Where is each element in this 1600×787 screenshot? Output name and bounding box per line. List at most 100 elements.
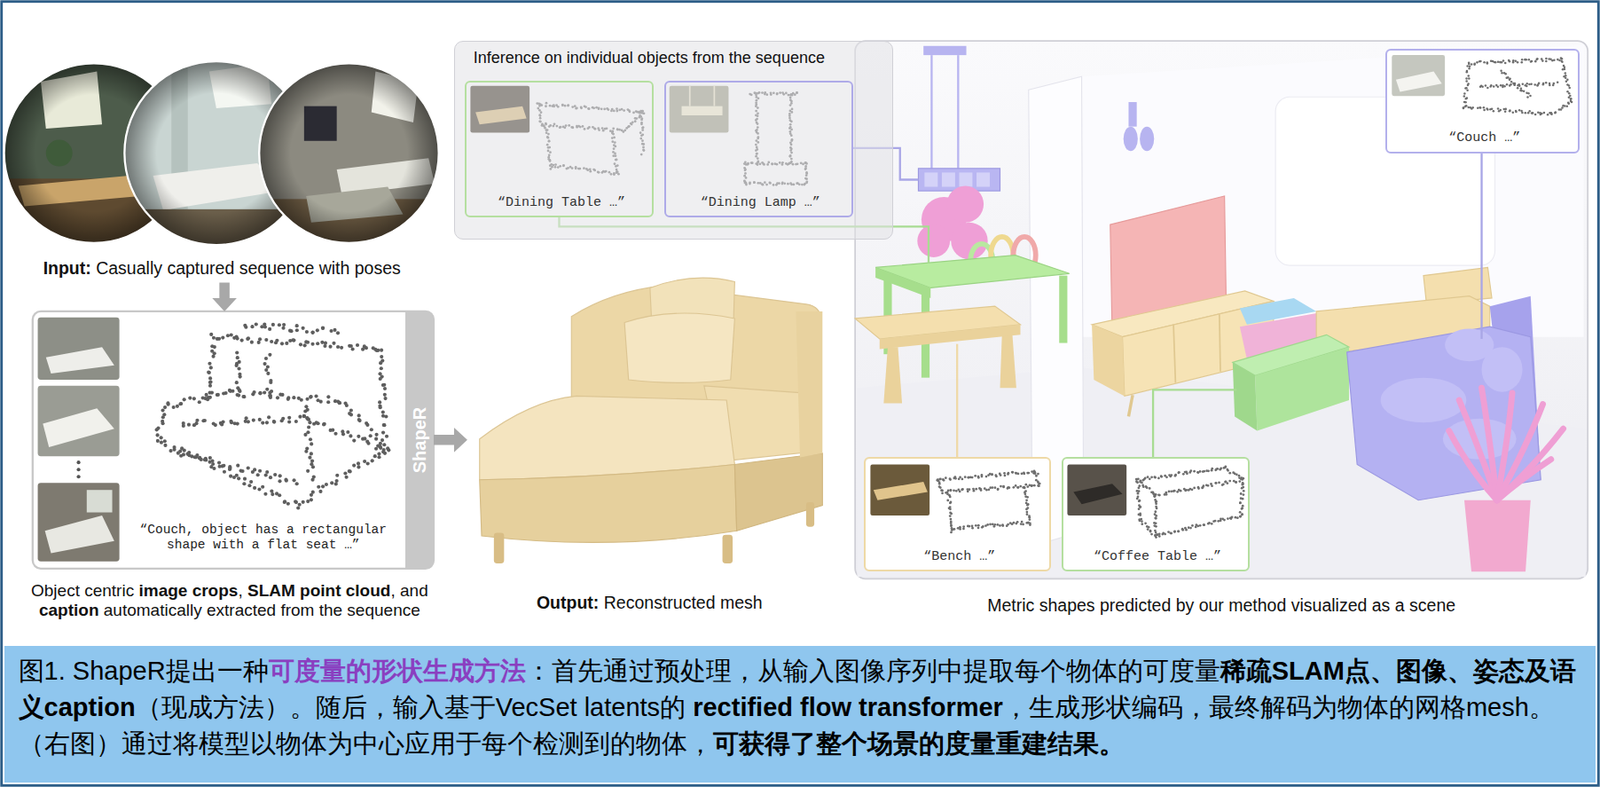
object-point-cloud (942, 478, 946, 482)
scene-illustration (958, 172, 973, 187)
scene-illustration (923, 46, 966, 55)
slam-point-cloud (301, 500, 306, 504)
object-point-cloud (985, 475, 989, 479)
slam-point-cloud (309, 394, 314, 399)
slam-point-cloud (292, 478, 297, 482)
slam-point-cloud (357, 413, 361, 417)
object-point-cloud (1209, 482, 1213, 486)
object-point-cloud (938, 478, 942, 481)
object-point-cloud (1196, 524, 1200, 527)
object-point-cloud (1482, 61, 1486, 64)
text-run: 可度量的形状生成方法 (268, 656, 526, 685)
slam-point-cloud (264, 356, 268, 361)
slam-point-cloud (378, 405, 383, 409)
slam-point-cloud (252, 467, 257, 471)
text-run: “Couch, object has a rectangular shape w… (140, 522, 387, 552)
object-point-cloud (1157, 477, 1161, 480)
slam-point-cloud (263, 492, 267, 496)
object-point-cloud (1228, 479, 1232, 483)
object-point-cloud (1508, 78, 1512, 82)
object-point-cloud (998, 524, 1002, 527)
slam-point-cloud (209, 365, 213, 369)
object-point-cloud (1003, 471, 1006, 475)
object-point-cloud (1150, 533, 1153, 536)
slam-point-cloud (326, 400, 330, 404)
object-point-cloud (1200, 486, 1204, 490)
object-point-cloud (1140, 522, 1144, 526)
object-point-cloud (1240, 486, 1244, 490)
text-run: automatically extracted from the sequenc… (99, 600, 421, 620)
slam-point-cloud (298, 415, 302, 419)
object-point-cloud (936, 478, 940, 481)
object-point-cloud (1223, 480, 1227, 484)
object-point-cloud (977, 476, 981, 479)
slam-point-cloud (383, 396, 387, 400)
object-point-cloud (1482, 109, 1486, 112)
slam-point-cloud (260, 421, 265, 425)
slam-point-cloud (362, 459, 367, 463)
object-point-cloud (1465, 79, 1468, 83)
slam-point-cloud (268, 380, 273, 385)
object-point-cloud (1554, 110, 1558, 114)
object-point-cloud (949, 524, 953, 527)
object-point-cloud (1189, 526, 1193, 530)
object-point-cloud (972, 489, 976, 493)
object-point-cloud (1137, 492, 1140, 495)
slam-point-cloud (208, 384, 212, 388)
slam-point-cloud (240, 469, 244, 473)
object-point-cloud (1192, 486, 1196, 490)
object-point-cloud (941, 491, 944, 495)
slam-point-cloud (311, 342, 315, 346)
object-point-cloud (1529, 60, 1533, 63)
scene-illustration (1464, 500, 1531, 573)
object-point-cloud (1466, 106, 1470, 110)
object-point-cloud (935, 478, 939, 482)
object-point-cloud (1492, 85, 1496, 88)
slam-point-cloud (237, 388, 242, 393)
slam-point-cloud (208, 379, 212, 384)
object-point-cloud (1490, 84, 1493, 87)
object-point-cloud (974, 487, 978, 491)
object-point-cloud (1564, 71, 1568, 75)
object-point-cloud (1210, 467, 1214, 471)
object-point-cloud (1149, 530, 1153, 534)
object-point-cloud (1239, 496, 1243, 500)
slam-point-cloud (326, 394, 330, 399)
text-run: rectified flow transformer (692, 692, 1004, 722)
leader-line (1480, 153, 1483, 339)
object-point-cloud (1541, 59, 1545, 63)
object-point-cloud (1224, 479, 1228, 483)
object-point-cloud (1464, 86, 1467, 90)
object-point-cloud (1192, 470, 1196, 473)
object-point-cloud (1466, 89, 1469, 93)
text-run: ShapeR (409, 407, 430, 473)
object-point-cloud (1234, 480, 1238, 484)
slam-point-cloud (156, 432, 160, 437)
slam-point-cloud (161, 421, 165, 425)
flow-arrow (433, 427, 468, 453)
object-point-cloud (1545, 60, 1548, 63)
object-point-cloud (949, 488, 952, 492)
object-point-cloud (1152, 475, 1156, 479)
object-point-cloud (1465, 86, 1468, 90)
object-point-cloud (1215, 467, 1219, 471)
object-point-cloud (1199, 524, 1202, 527)
slam-point-cloud (378, 444, 383, 448)
object-point-cloud (971, 526, 974, 530)
object-point-cloud (1560, 60, 1563, 63)
object-point-cloud (1476, 106, 1480, 110)
slam-point-cloud (329, 480, 334, 485)
object-point-cloud (1036, 472, 1040, 476)
slam-point-cloud (329, 329, 333, 333)
object-point-cloud (1014, 471, 1018, 475)
object-point-cloud (1034, 471, 1037, 475)
object-point-cloud (1146, 527, 1150, 531)
slam-point-cloud (175, 404, 180, 408)
object-point-cloud (1534, 60, 1538, 63)
object-point-cloud (1528, 58, 1531, 62)
object-point-cloud (988, 487, 991, 491)
object-point-cloud (1026, 485, 1029, 488)
object-point-cloud (1536, 84, 1539, 87)
object-point-cloud (1520, 86, 1523, 90)
object-point-cloud (1521, 61, 1524, 64)
